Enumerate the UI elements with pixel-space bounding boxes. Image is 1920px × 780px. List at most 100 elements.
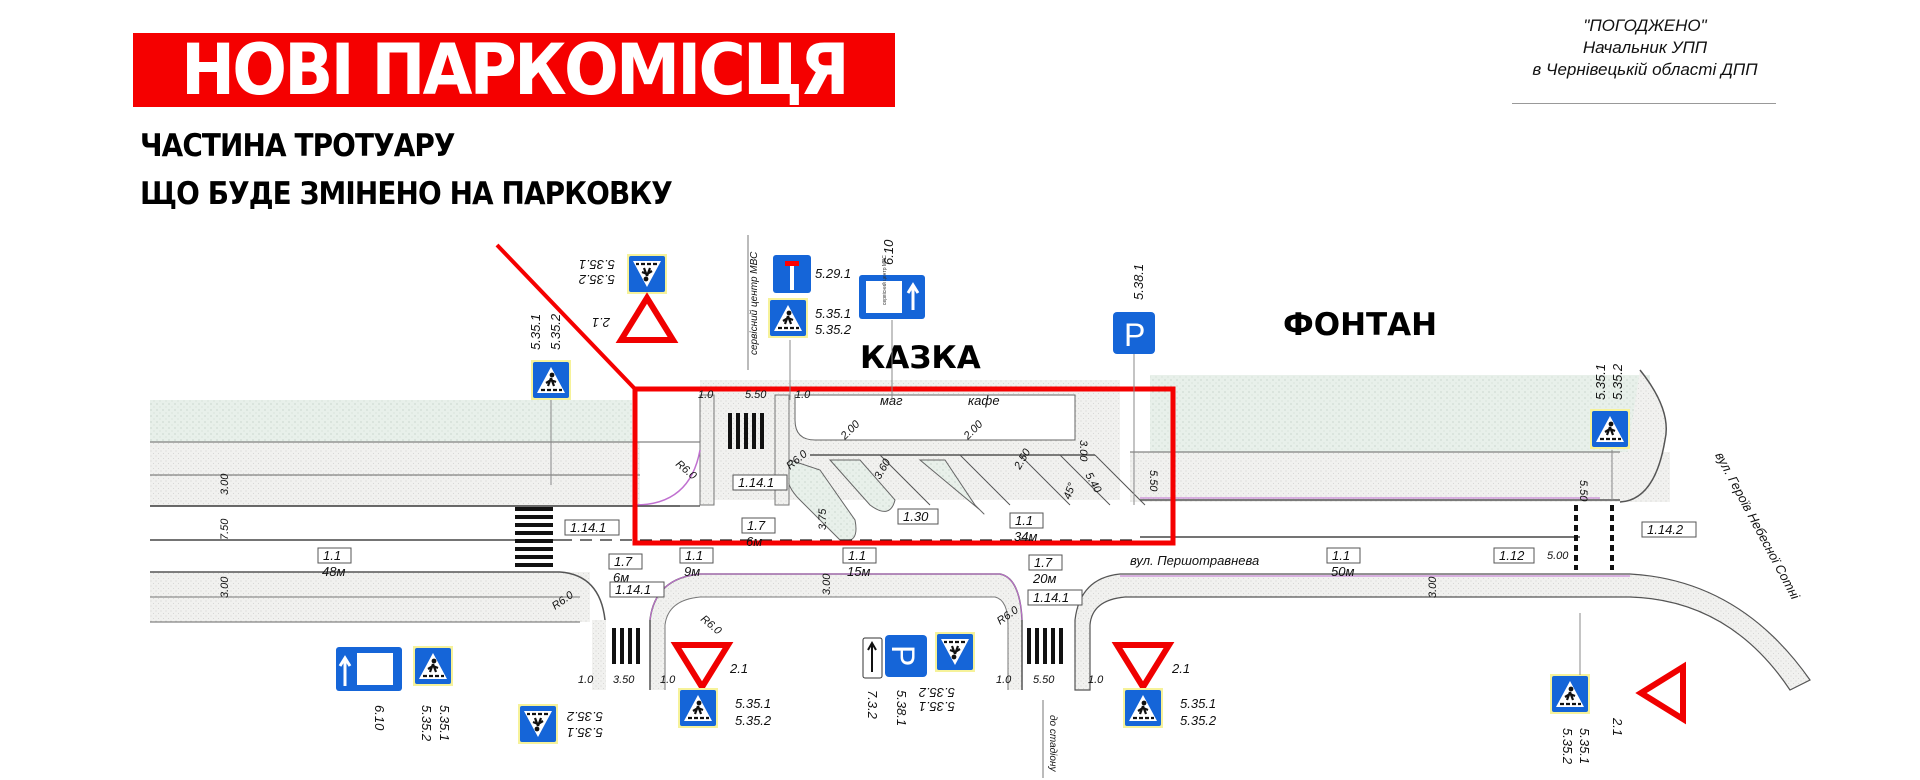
highlight-pointer (495, 243, 637, 391)
marking-code: 1.14.1 (615, 582, 651, 597)
sign-code: 5.35.1 (919, 699, 955, 714)
marking-box (842, 547, 877, 564)
marking-box (317, 547, 352, 564)
sidewalk-top-left (150, 442, 640, 506)
marking-box (1493, 547, 1535, 564)
marking-labels: 1.148м1.76м1.19м1.115м1.720м1.150м1.76м1… (317, 474, 1697, 606)
sign-code: 5.38.1 (894, 690, 909, 726)
marking-code: 1.1 (1015, 513, 1033, 528)
crosswalk-bottom-middle (1027, 628, 1063, 664)
sign-text: сервісний центр МВС (881, 255, 888, 305)
dimension-value: 1.0 (578, 674, 594, 686)
dimension-value: 1.0 (698, 389, 714, 401)
dimension-value: 1.0 (795, 389, 811, 401)
marking-code: 1.1 (848, 548, 866, 563)
sign-plate-732 (862, 637, 883, 679)
sign-code: 2.1 (1610, 717, 1625, 736)
green-strip-top-left (150, 400, 632, 442)
green-strip-top-right (1150, 375, 1650, 460)
sign-code: 5.35.2 (815, 322, 852, 337)
dimension-value: 3.00 (1427, 576, 1439, 598)
corner-top-right (1619, 369, 1667, 503)
dimension-value: 1.0 (996, 674, 1012, 686)
dimension-value: 45° (1062, 481, 1079, 501)
sign-code: 5.35.2 (419, 705, 434, 742)
yield-sign-bottom-right (1641, 667, 1683, 719)
title-banner: НОВІ ПАРКОМІСЦЯ (133, 33, 895, 107)
dimension-value: 1.0 (660, 674, 676, 686)
crosswalk-bottom-left (612, 628, 640, 664)
dimension-value: 3.50 (613, 674, 635, 686)
approval-stamp: "ПОГОДЖЕНО" Начальник УПП в Чернівецькій… (1500, 15, 1790, 81)
sign-code: 5.35.2 (566, 709, 603, 724)
marking-length: 20м (1032, 571, 1056, 586)
building-block (794, 394, 1076, 441)
approval-line-2: Начальник УПП (1582, 38, 1708, 57)
marking-box (897, 508, 939, 525)
sign-pedestrian-bottom-left (411, 644, 455, 688)
sign-direction-service-bottom (336, 647, 402, 691)
sign-code: 5.35.1 (1593, 364, 1608, 400)
marking-code: 1.14.1 (738, 475, 774, 490)
sign-pedestrian-bottom-upside (516, 702, 560, 746)
sign-pedestrian-bottom-4 (1121, 686, 1165, 730)
sidewalk-bottom-right (1074, 573, 1811, 691)
marking-code: 1.7 (1034, 555, 1053, 570)
dimension-value: 3.00 (219, 576, 231, 598)
dimension-value: 5.50 (1033, 674, 1055, 686)
marking-length: 6м (613, 570, 629, 585)
signature-line (1512, 103, 1776, 104)
place-kazka: КАЗКА (860, 340, 981, 376)
marking-code: 1.12 (1499, 548, 1525, 563)
highlight-box (632, 386, 1176, 546)
marking-length: 9м (684, 564, 700, 579)
marking-length: 15м (847, 564, 870, 579)
street-main: вул. Першотравнева (1130, 553, 1259, 568)
label-shop: маг (880, 393, 903, 408)
marking-box (1028, 554, 1063, 571)
marking-box (609, 581, 665, 598)
sign-code: 5.35.1 (735, 696, 771, 711)
sign-code: 5.35.1 (1577, 728, 1592, 764)
marking-code: 1.7 (747, 518, 766, 533)
sidewalk-top-right (1130, 452, 1670, 502)
parking-island-3 (918, 459, 985, 515)
dimension-value: 7.50 (219, 518, 231, 540)
marking-code: 1.1 (685, 548, 703, 563)
marking-box (564, 519, 620, 536)
sign-code: 5.35.2 (1560, 728, 1575, 765)
marking-box (679, 547, 714, 564)
dimension-value: 3.00 (219, 473, 231, 495)
sign-code: 5.35.2 (1610, 363, 1625, 400)
sign-code: 5.35.1 (1180, 696, 1216, 711)
marking-length: 6м (746, 534, 762, 549)
marking-box (608, 553, 643, 570)
marking-box (1326, 547, 1361, 564)
sign-code: 5.35.1 (528, 314, 543, 350)
dimension-value: 3.00 (1077, 440, 1089, 462)
sign-code: 2.1 (592, 315, 611, 330)
dimension-value: 3.00 (821, 573, 833, 595)
sign-code: 2.1 (1171, 661, 1190, 676)
marking-box (741, 517, 776, 534)
marking-code: 1.1 (323, 548, 341, 563)
sign-code: 5.35.2 (548, 313, 563, 350)
label-cafe: кафе (968, 393, 1000, 408)
sign-pedestrian-bottom-right (1548, 672, 1592, 716)
parking-letter: P (885, 645, 921, 666)
yield-sign-top-left (621, 298, 673, 340)
sign-code: 5.35.1 (567, 725, 603, 740)
marking-box (1009, 512, 1044, 529)
marking-length: 50м (1331, 564, 1354, 579)
yield-sign-bottom-mid (1117, 645, 1169, 687)
sign-code: 5.35.2 (918, 685, 955, 700)
street-cross: вул. Героїв Небесної Сотні (1712, 449, 1803, 602)
dimension-value: 5.50 (1577, 480, 1589, 502)
sign-code: 5.35.1 (579, 257, 615, 272)
sign-code: 2.1 (729, 661, 748, 676)
marking-code: 1.14.1 (570, 520, 606, 535)
sign-pedestrian-bottom-3 (933, 630, 977, 674)
label-to-service: сервісний центр МВС (749, 251, 760, 355)
